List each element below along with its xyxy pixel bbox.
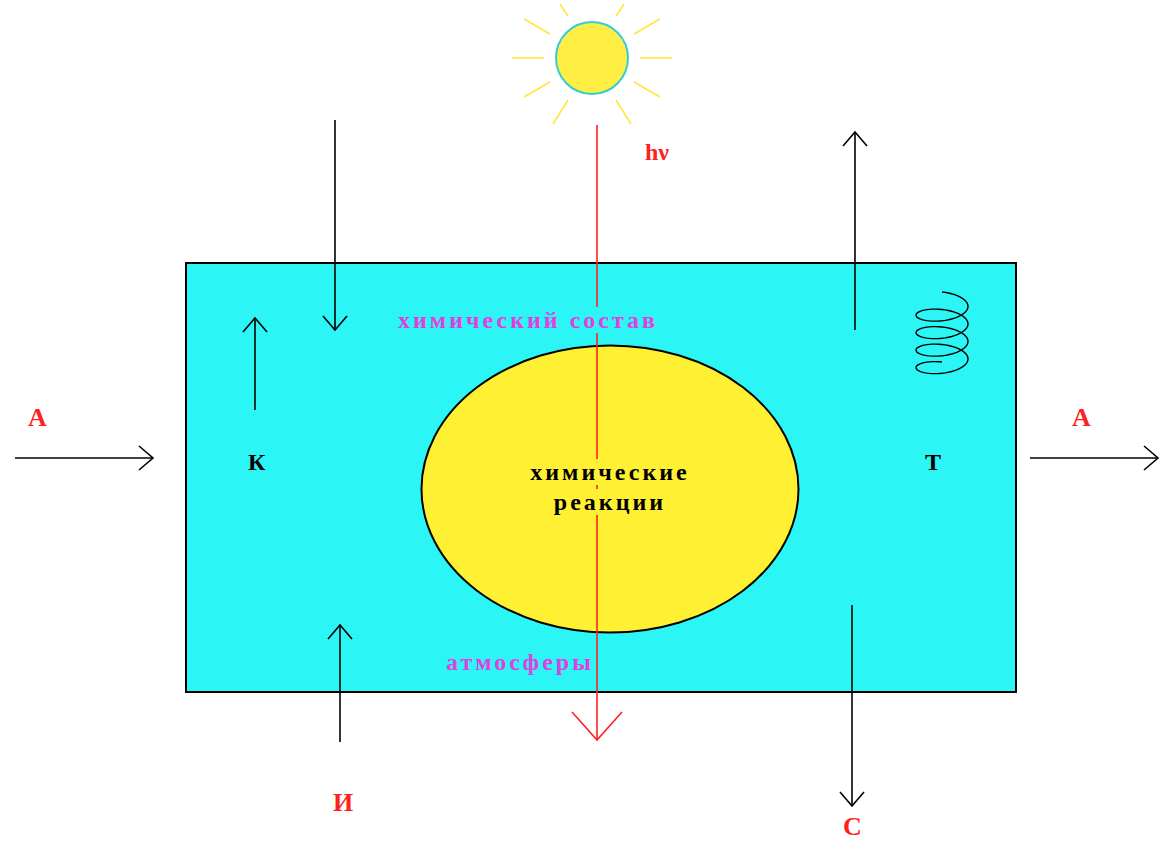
flow-arrows (15, 120, 1158, 806)
flow-letter: А (28, 403, 47, 432)
flow-letter: И (333, 788, 353, 817)
sun-rays (512, 4, 672, 124)
sun (512, 4, 672, 124)
atmosphere-box: химический состав атмосферы химические реа… (185, 262, 1017, 693)
text-slot: химический состав (398, 305, 658, 335)
sun-disc (556, 22, 628, 94)
box-caption: атмосферы (446, 649, 594, 675)
ellipse-shape (422, 346, 799, 633)
label-slot: К (248, 450, 265, 474)
radiation-symbol: hν (645, 139, 669, 165)
heat-coil (916, 292, 968, 374)
flow-letter: К (248, 449, 265, 475)
process-name: химические реакции (530, 459, 689, 515)
label-slot: Т (925, 450, 941, 474)
flow-letter: Т (925, 449, 941, 475)
box-caption: химический состав (398, 307, 658, 333)
label-slot: hν (645, 140, 669, 164)
label-slot: И (333, 790, 353, 816)
flow-letter: С (843, 812, 862, 841)
label-slot: С (843, 814, 862, 840)
label-slot: А (28, 405, 47, 431)
text-slot: химические реакции (480, 457, 740, 517)
reaction-ellipse: химические реакции (420, 344, 800, 634)
flow-letter: А (1072, 403, 1091, 432)
light-ray (572, 125, 622, 740)
label-slot: А (1072, 405, 1091, 431)
text-slot: атмосферы (446, 647, 594, 677)
